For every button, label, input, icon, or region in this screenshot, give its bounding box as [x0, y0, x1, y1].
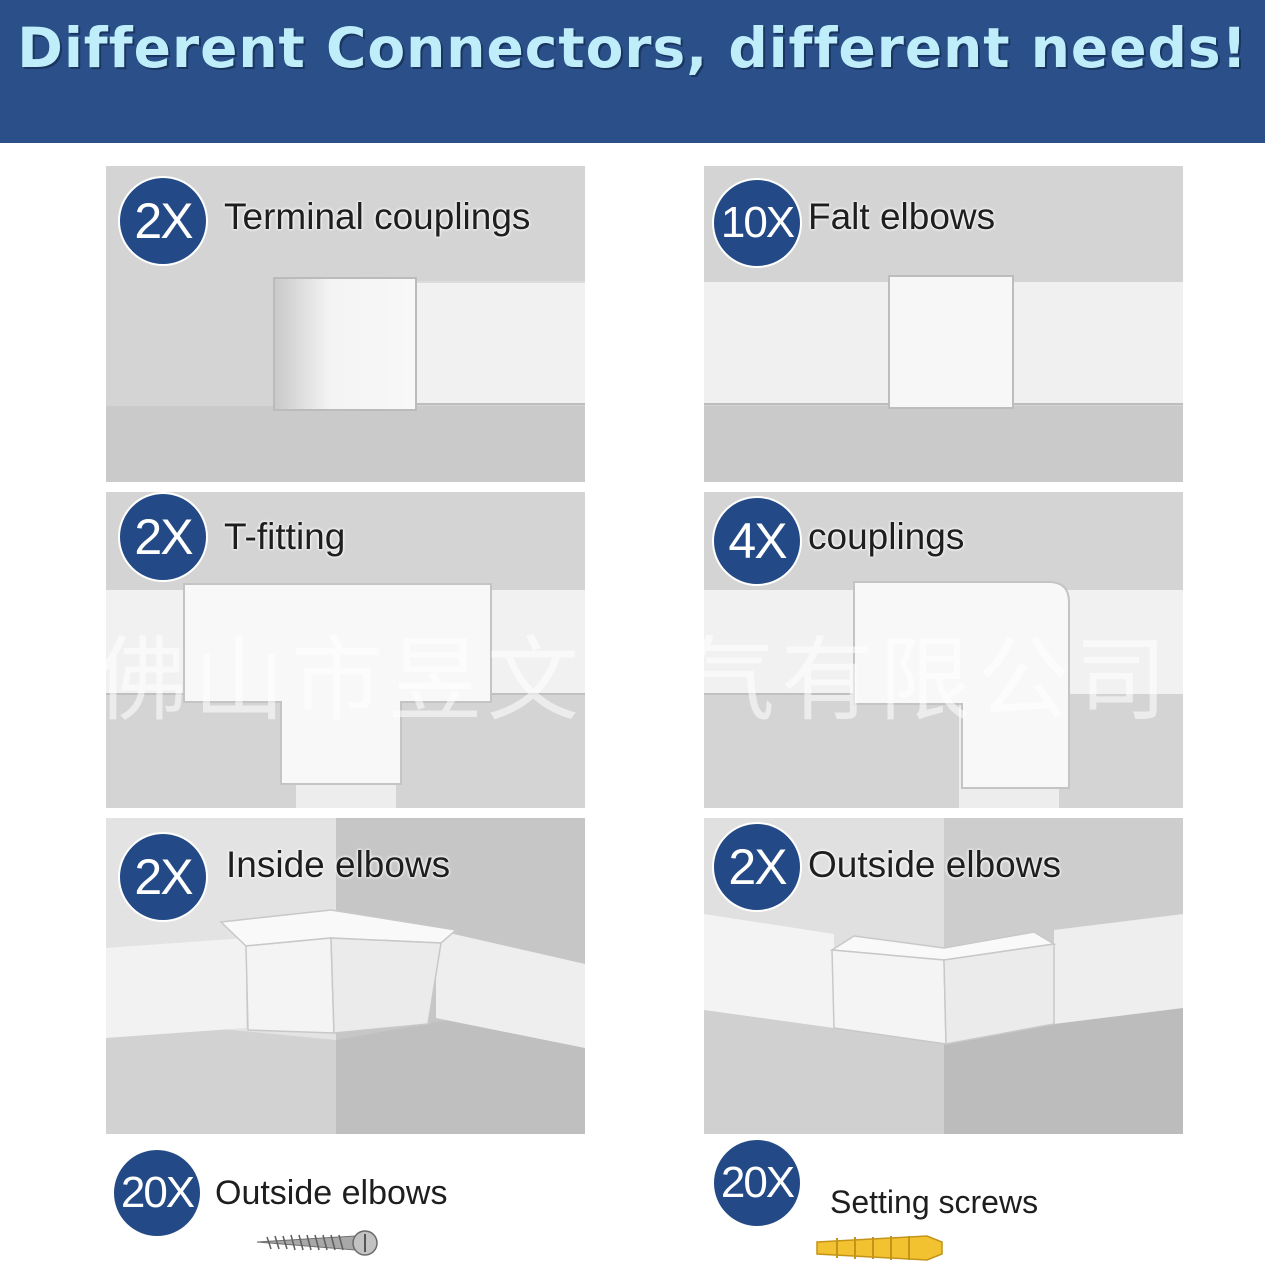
panel-label: Falt elbows: [808, 196, 996, 237]
panel-label: couplings: [808, 516, 965, 557]
extra-setting-screws: 20X Setting screws: [712, 1138, 1182, 1265]
count-badge: 10X: [712, 178, 802, 268]
count-badge: 20X: [112, 1148, 202, 1238]
count-badge: 2X: [118, 492, 208, 582]
count-badge: 4X: [712, 496, 802, 586]
count-badge: 2X: [118, 832, 208, 922]
screw-icon: [256, 1230, 378, 1256]
extra-label: Outside elbows: [215, 1174, 448, 1212]
wall-anchor-icon: [816, 1235, 943, 1261]
count-badge: 2X: [118, 176, 208, 266]
panel-label: Terminal couplings: [224, 196, 531, 237]
extra-screws: 20X Outside elbows: [112, 1148, 582, 1265]
panel-t-fitting: 2X T-fitting: [106, 492, 585, 808]
panel-label: T-fitting: [224, 516, 346, 557]
panel-inside-elbows: 2X Inside elbows: [106, 818, 585, 1134]
terminal-coupling-illustration: [106, 166, 585, 482]
inside-elbow-illustration: [106, 818, 585, 1134]
panel-label: Inside elbows: [226, 844, 451, 885]
panel-falt-elbows: 10X Falt elbows: [704, 166, 1183, 482]
extra-label: Setting screws: [830, 1184, 1039, 1220]
page-title: Different Connectors, different needs!: [17, 16, 1248, 80]
header-banner: Different Connectors, different needs!: [0, 0, 1265, 143]
panel-terminal-couplings: 2X Terminal couplings: [106, 166, 585, 482]
panel-outside-elbows: 2X Outside elbows: [704, 818, 1183, 1134]
count-badge: 2X: [712, 822, 802, 912]
count-badge: 20X: [712, 1138, 802, 1228]
panel-label: Outside elbows: [808, 844, 1061, 885]
panel-couplings: 4X couplings: [704, 492, 1183, 808]
outside-elbow-illustration: [704, 818, 1183, 1134]
t-fitting-illustration: [106, 492, 585, 808]
